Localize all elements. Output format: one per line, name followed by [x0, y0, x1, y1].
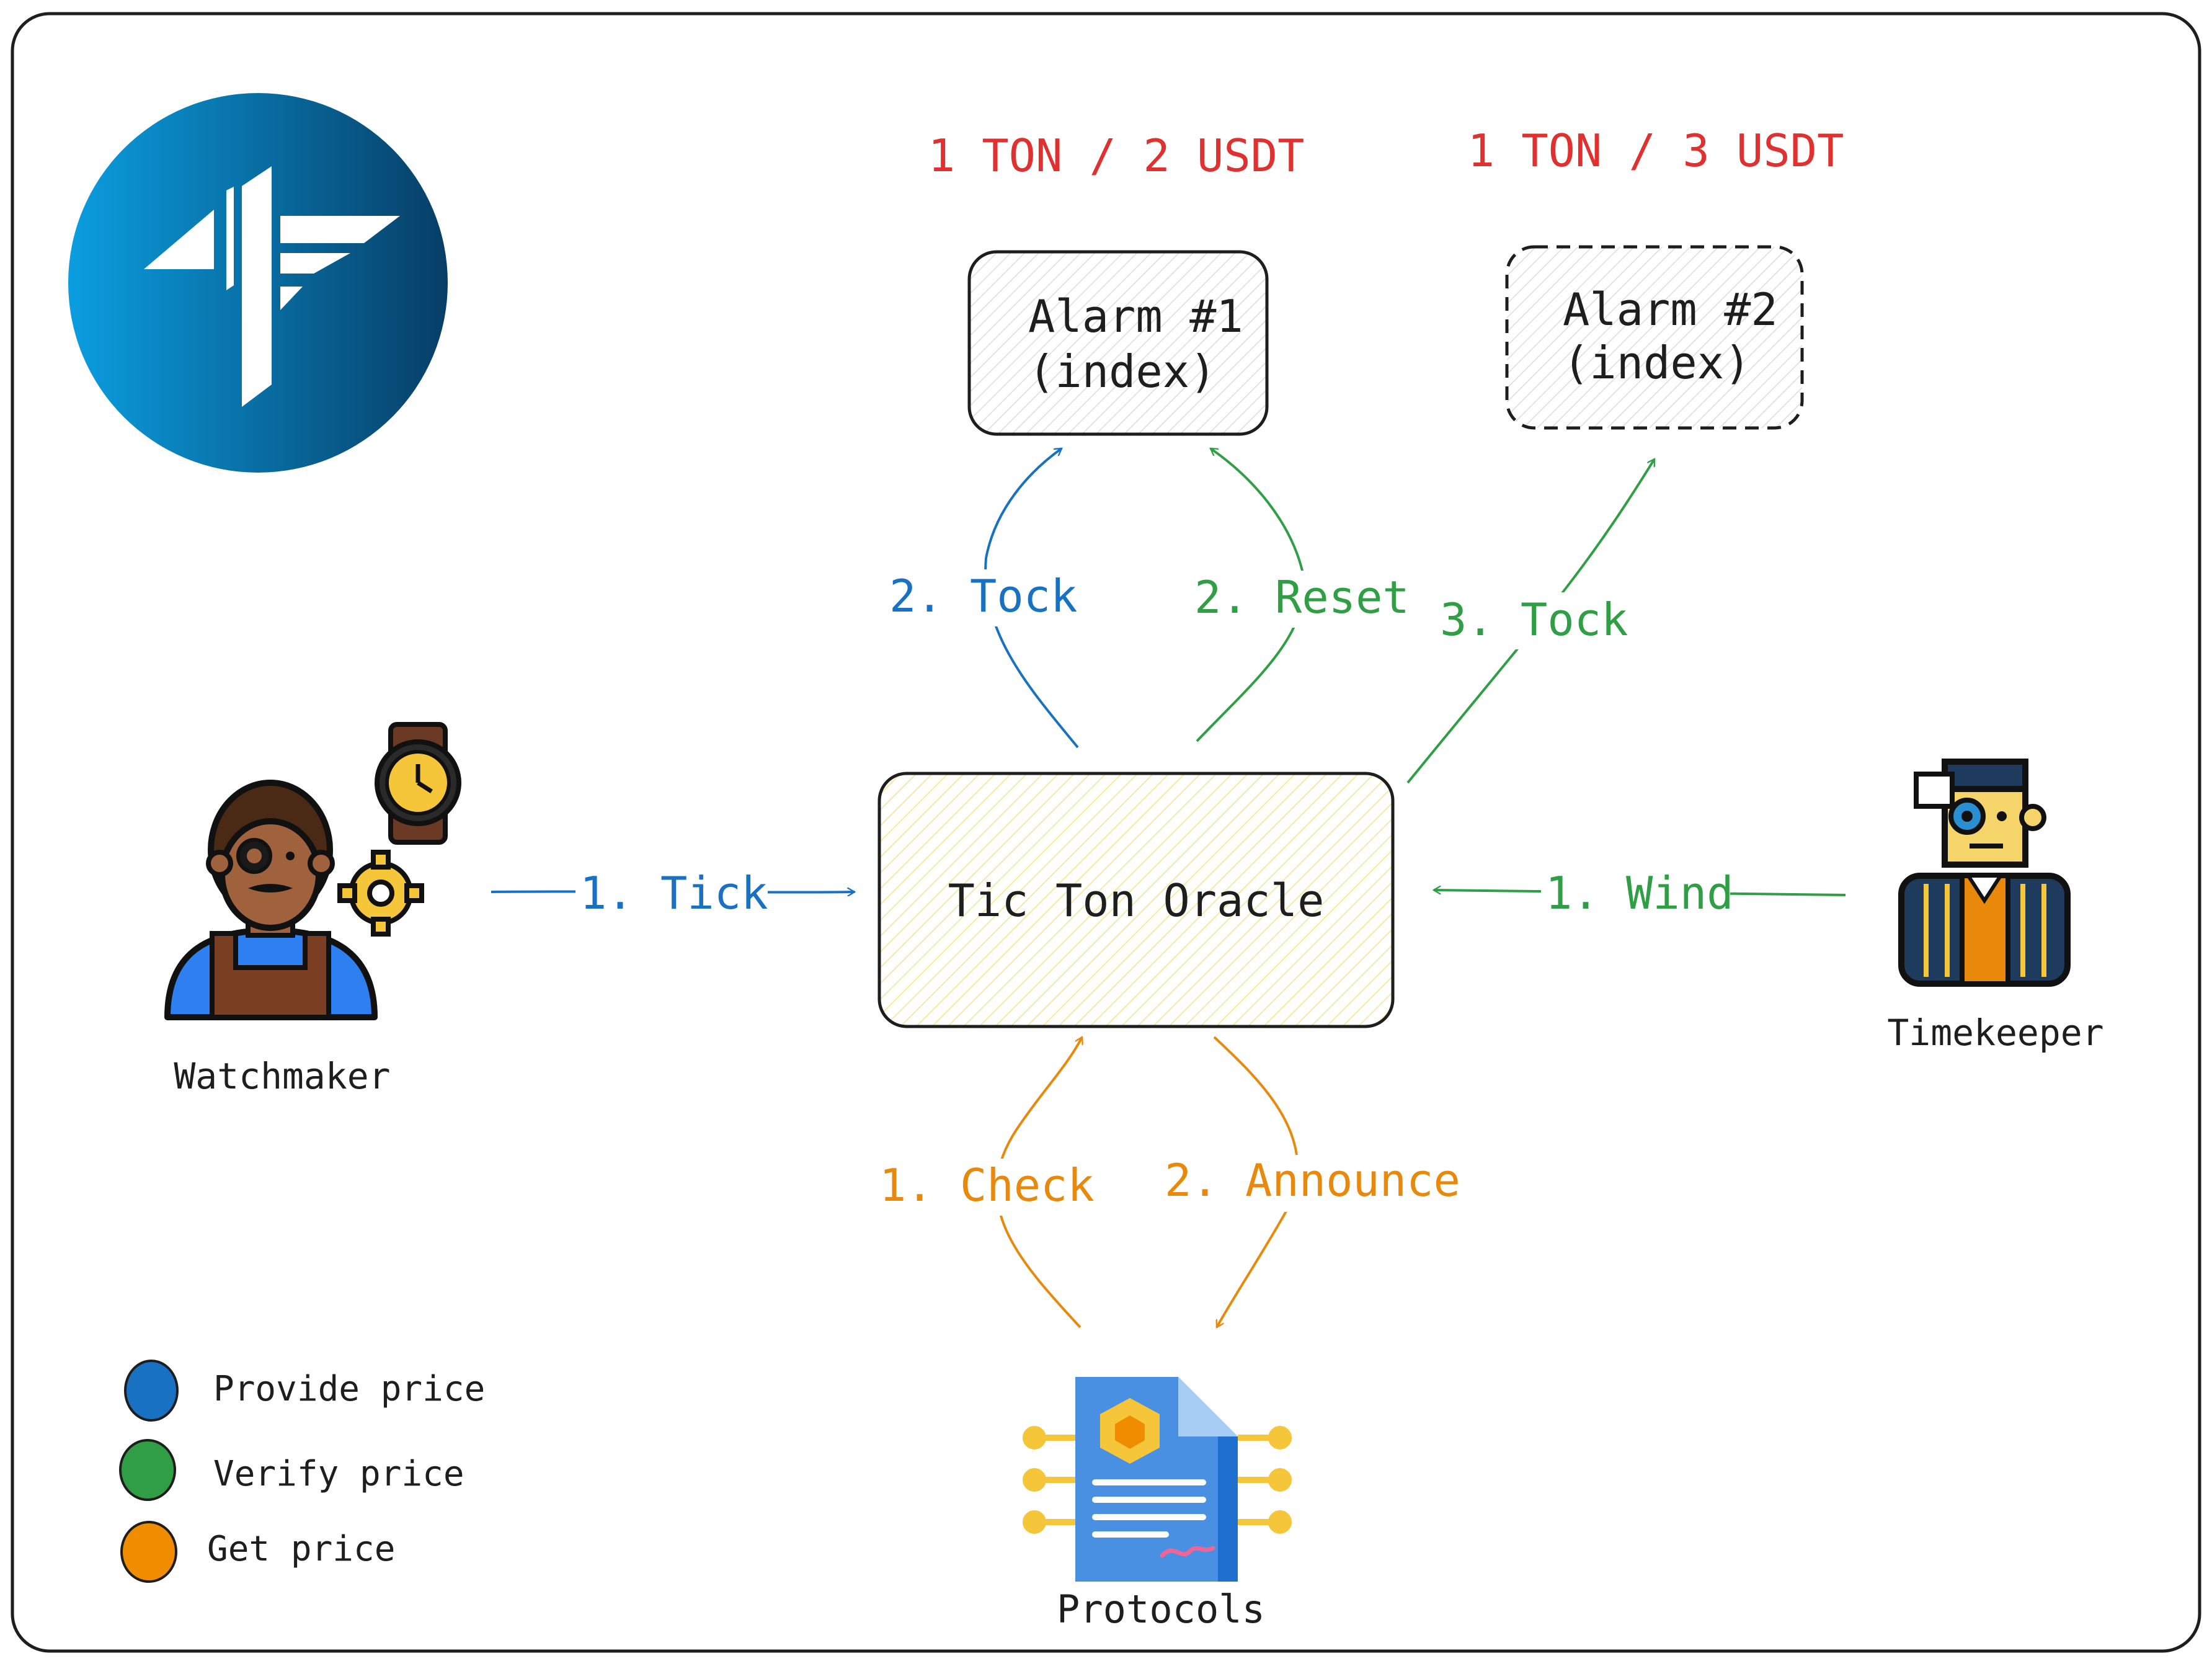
edge-label-announce: 2. Announce — [1165, 1154, 1460, 1206]
timekeeper-icon[interactable] — [1898, 759, 2071, 987]
alarm-1-node[interactable]: Alarm #1 (index) — [967, 250, 1269, 436]
alarm-1-title: Alarm #1 — [1028, 290, 1243, 342]
watchmaker-icon[interactable] — [164, 722, 461, 1020]
protocols-label: Protocols — [1057, 1587, 1265, 1632]
alarm-1-subtitle: (index) — [1028, 345, 1216, 398]
edge-label-tock-3: 3. Tock — [1440, 594, 1628, 646]
edge-label-reset: 2. Reset — [1194, 571, 1410, 623]
edge-label-tock-2: 2. Tock — [889, 570, 1077, 622]
tic-ton-logo — [68, 93, 448, 473]
arrow-tock-2 — [984, 447, 1079, 749]
smart-contract-document-icon[interactable] — [1023, 1377, 1292, 1582]
edge-label-tick: 1. Tick — [580, 867, 768, 919]
arrow-check — [995, 1037, 1082, 1329]
alarm-2-subtitle: (index) — [1563, 337, 1751, 389]
alarm-2-title: Alarm #2 — [1563, 283, 1778, 336]
legend-label-provide-price: Provide price — [213, 1369, 485, 1409]
legend: Provide price Verify price Get price — [119, 1360, 485, 1583]
legend-swatch-get-price — [120, 1521, 177, 1583]
oracle-label: Tic Ton Oracle — [948, 875, 1325, 927]
edge-label-wind: 1. Wind — [1545, 867, 1733, 919]
legend-label-get-price: Get price — [207, 1529, 395, 1569]
tic-ton-oracle-node[interactable]: Tic Ton Oracle — [877, 772, 1395, 1028]
legend-swatch-provide-price — [124, 1360, 179, 1422]
alarm-2-node[interactable]: Alarm #2 (index) — [1505, 245, 1804, 430]
watchmaker-label: Watchmaker — [174, 1055, 390, 1097]
legend-swatch-verify-price — [119, 1439, 176, 1501]
price-label-alarm-2: 1 TON / 3 USDT — [1468, 125, 1844, 177]
timekeeper-label: Timekeeper — [1887, 1012, 2103, 1054]
edge-label-check: 1. Check — [879, 1159, 1095, 1211]
price-label-alarm-1: 1 TON / 2 USDT — [928, 130, 1305, 182]
legend-label-verify-price: Verify price — [213, 1454, 464, 1494]
